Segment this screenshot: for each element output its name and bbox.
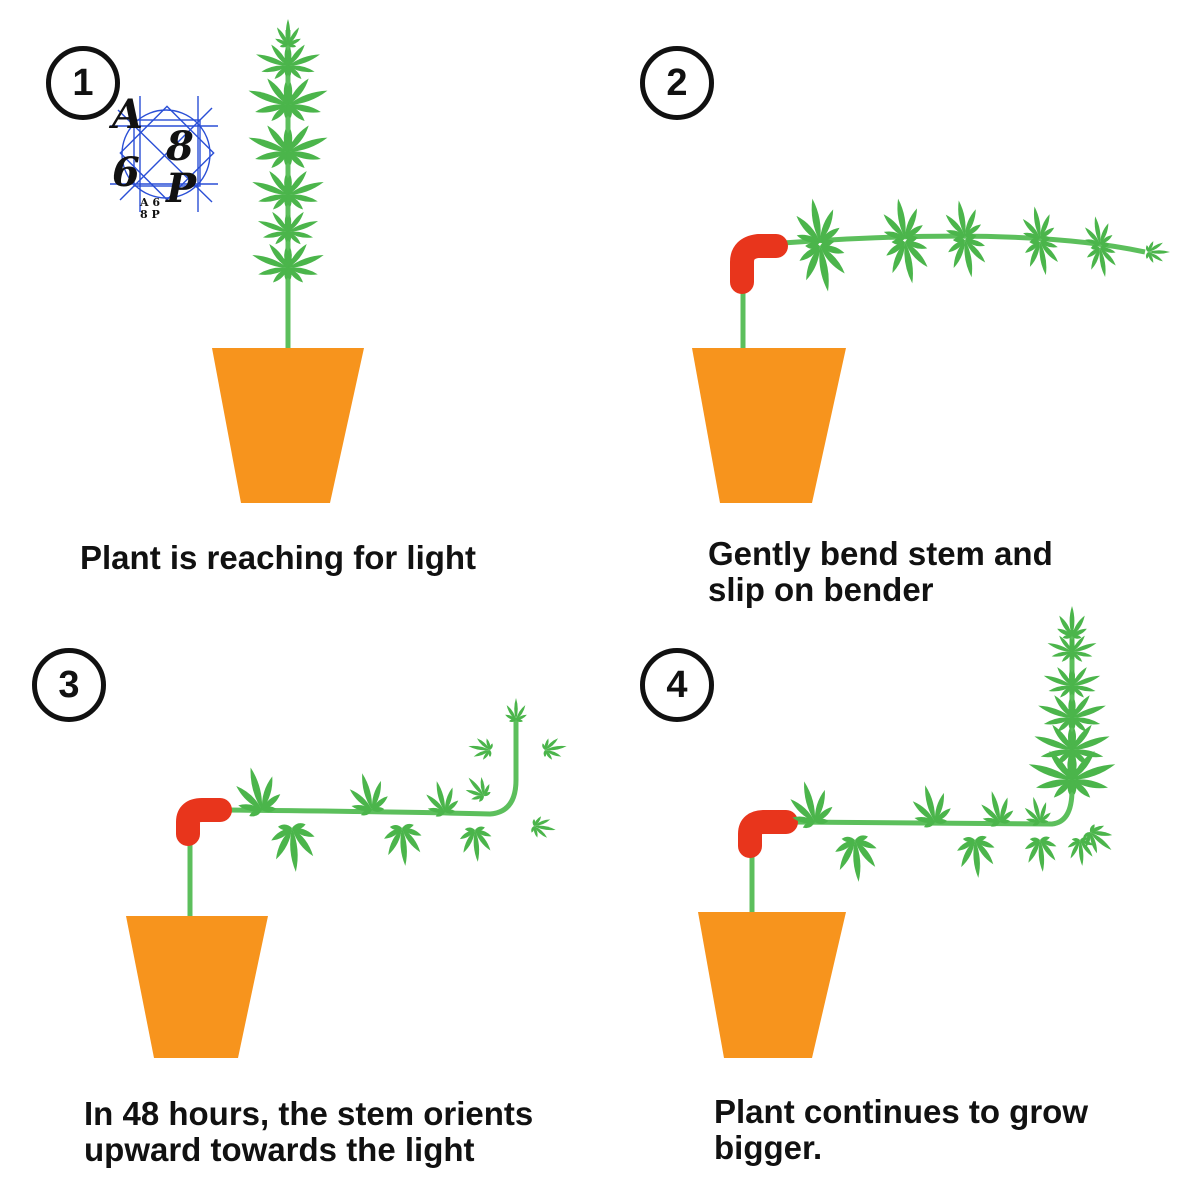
leaf-icon — [1067, 667, 1101, 698]
leaf-icon — [799, 240, 845, 292]
pot — [212, 348, 364, 503]
step-caption: Gently bend stem and slip on bender — [708, 535, 1053, 608]
leaf-icon — [542, 738, 567, 760]
stem-bender — [176, 798, 232, 846]
leaves — [790, 606, 1116, 882]
bent-stem — [224, 718, 519, 817]
leaf-icon — [835, 835, 877, 882]
leaf-icon — [281, 78, 328, 122]
leaf-icon — [1067, 635, 1097, 662]
pot — [692, 348, 846, 503]
stem-bender — [730, 234, 788, 294]
watermark-small-text: 8 P — [140, 208, 160, 220]
leaf-icon — [281, 171, 324, 210]
step-number: 1 — [72, 62, 94, 104]
leaf-icon — [886, 236, 928, 284]
leaf-icon — [468, 738, 493, 760]
leaf-icon — [981, 791, 1014, 827]
leaf-icon — [271, 823, 315, 872]
leaf-icon — [465, 776, 491, 802]
bent-stem — [791, 630, 1075, 827]
leaf-icon — [1025, 237, 1058, 276]
step-3-panel: 3 In 48 hours, the stem orients upward t… — [0, 600, 600, 1200]
leaf-icon — [1083, 824, 1113, 854]
step-caption: Plant continues to grow bigger. — [714, 1093, 1089, 1166]
step-caption: Plant is reaching for light — [80, 539, 477, 576]
watermark-letter: 6 — [112, 149, 140, 196]
leaf-icon — [505, 698, 527, 723]
leaf-icon — [1064, 751, 1116, 798]
step-number-badge: 2 — [640, 46, 714, 120]
watermark-logo: A 6 8 P A 6 8 P — [100, 90, 230, 221]
leaves — [248, 19, 328, 283]
leaf-icon — [384, 823, 422, 866]
leaf-icon — [1024, 796, 1051, 826]
pot — [126, 916, 268, 1058]
leaf-icon — [957, 835, 995, 878]
plant-illustration — [126, 698, 567, 1058]
leaf-icon — [883, 198, 923, 244]
step-number-badge: 3 — [32, 648, 106, 722]
step-1-panel: 1 A 6 8 P A 6 8 P Plant is r — [0, 0, 600, 600]
leaf-icon — [1057, 606, 1087, 639]
leaf-icon — [282, 44, 320, 79]
leaf-icon — [948, 235, 986, 278]
leaf-icon — [349, 773, 388, 816]
plant-illustration — [212, 19, 364, 503]
leaf-icon — [790, 781, 833, 829]
leaf-icon — [281, 125, 328, 169]
step-number-badge: 4 — [640, 648, 714, 722]
leaf-icon — [945, 200, 982, 241]
step-2-panel: 2 Gently bend stem and slip on bender — [600, 0, 1200, 608]
leaf-icon — [1024, 836, 1057, 872]
step-number: 3 — [58, 664, 80, 706]
leaf-icon — [912, 785, 951, 828]
watermark-letter: P — [165, 165, 198, 212]
leaves — [236, 698, 567, 872]
leaf-icon — [275, 19, 301, 48]
leaf-icon — [426, 781, 459, 817]
leaf-icon — [1067, 837, 1094, 866]
step-number: 4 — [666, 664, 688, 706]
leaf-icon — [282, 211, 319, 245]
step-4-panel: 4 Plant continues to grow bigger. — [600, 600, 1200, 1200]
step-number-badge: 1 — [46, 46, 120, 120]
watermark-letter: A — [108, 91, 143, 138]
pot — [698, 912, 846, 1058]
bent-stem — [769, 233, 1146, 255]
leaf-icon — [1086, 244, 1116, 277]
leaf-icon — [1145, 241, 1170, 263]
step-caption: In 48 hours, the stem orients upward tow… — [84, 1095, 534, 1168]
leaf-icon — [459, 826, 492, 862]
leaves — [796, 198, 1170, 292]
watermark-small-text: A 6 — [139, 196, 160, 209]
stem-bender — [738, 810, 798, 858]
leaf-icon — [531, 816, 556, 838]
leaf-icon — [1065, 724, 1110, 766]
watermark-letter: 8 — [165, 123, 194, 170]
leaf-icon — [1066, 695, 1106, 732]
plant-illustration — [698, 606, 1116, 1058]
leaf-icon — [281, 244, 324, 283]
plant-illustration — [692, 198, 1170, 503]
leaf-icon — [236, 767, 281, 817]
step-number: 2 — [666, 62, 688, 104]
